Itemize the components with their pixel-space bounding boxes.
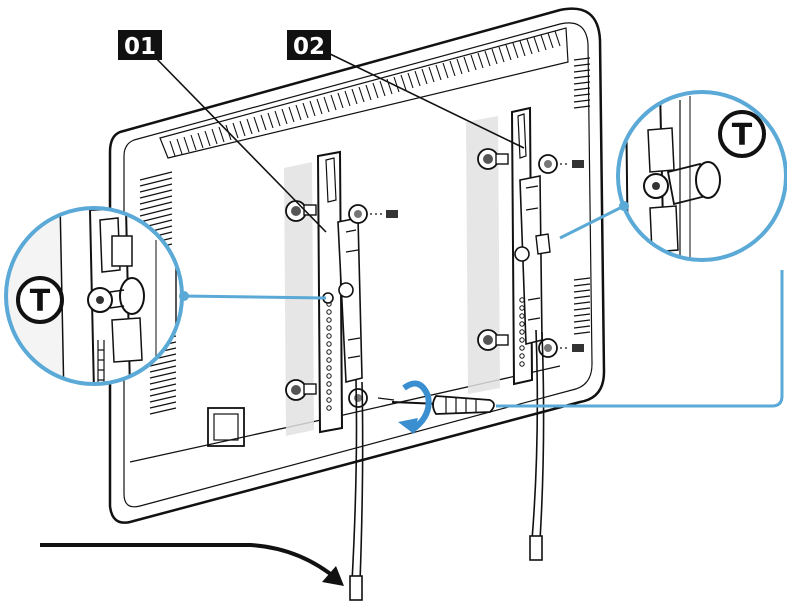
t-badge-right: T [718, 110, 766, 158]
rotation-arrow-icon [398, 380, 432, 434]
leader-lines [149, 51, 525, 233]
t-badge-left: T [16, 276, 64, 324]
pointer-arrow [40, 543, 344, 586]
bracket-01 [316, 150, 363, 434]
callout-label-01: 01 [124, 34, 156, 60]
detail-view-right: T [616, 90, 787, 262]
connector-port [207, 407, 245, 447]
top-vent-slots [169, 30, 561, 157]
spacers-right [477, 148, 584, 358]
safety-cord-right [529, 329, 545, 561]
callout-tag-01: 01 [118, 30, 162, 60]
callout-label-02: 02 [293, 34, 325, 60]
callout-tag-02: 02 [287, 30, 331, 60]
callout-connectors [181, 204, 784, 408]
t-label-left: T [30, 284, 51, 319]
screwdriver-icon [391, 395, 495, 415]
right-vent-slots [573, 57, 591, 335]
t-label-right: T [732, 118, 753, 153]
safety-cord-left [349, 379, 364, 601]
detail-view-left: T [4, 206, 189, 386]
